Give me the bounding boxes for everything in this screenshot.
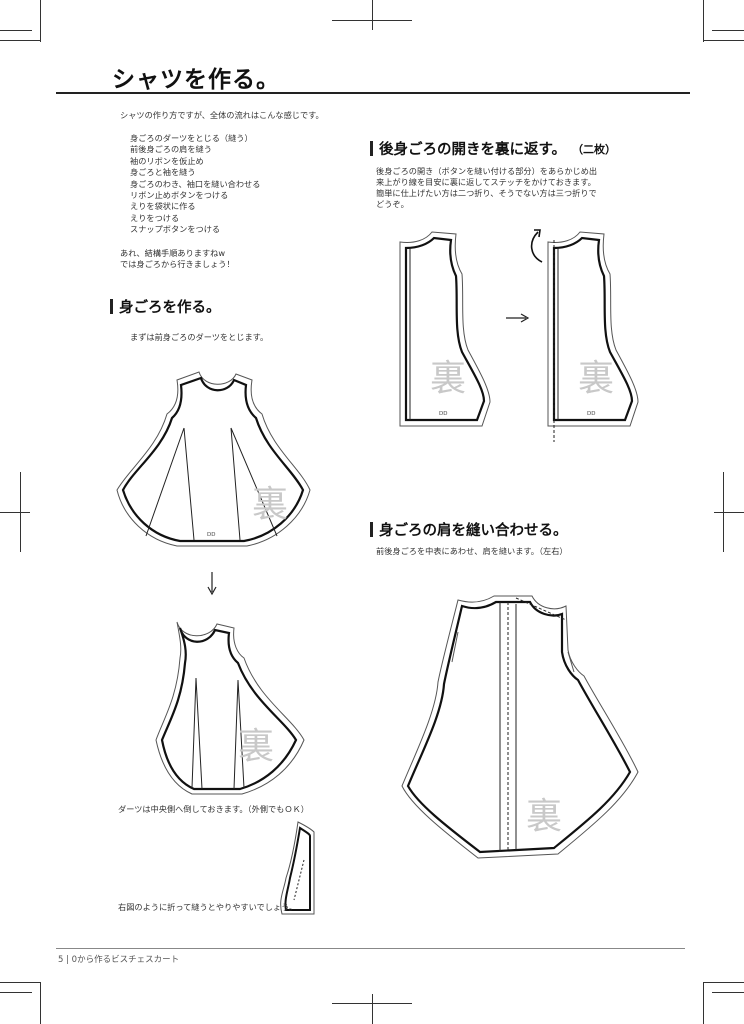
fold-arrow-icon bbox=[530, 229, 543, 263]
crop-mark bbox=[703, 0, 704, 42]
fold-detail-diagram bbox=[280, 821, 315, 915]
back-bodice-diagram: 裏 DD bbox=[399, 231, 491, 427]
step-item: 袖のリボンを仮止め bbox=[130, 155, 204, 166]
crop-mark bbox=[703, 982, 744, 983]
step-item: 前後身ごろの肩を縫う bbox=[130, 144, 212, 155]
step-item: スナップボタンをつける bbox=[130, 224, 221, 235]
step-item: 身ごろのダーツをとじる（縫う） bbox=[130, 133, 253, 143]
back-text-2: 来上がり線を目安に裏に返してステッチをかけておきます。 bbox=[376, 177, 596, 187]
crop-mark bbox=[0, 40, 40, 41]
crop-mark bbox=[0, 30, 32, 31]
dd-label: DD bbox=[207, 532, 215, 538]
section-heading-bodice: 身ごろを作る。 bbox=[110, 296, 221, 317]
dd-label: DD bbox=[439, 411, 447, 417]
closing-text-2: では身ごろから行きましょう！ bbox=[120, 259, 235, 269]
crop-mark bbox=[332, 20, 412, 21]
back-bodice-folded-diagram: 裏 DD bbox=[547, 231, 639, 442]
section-heading-shoulder: 身ごろの肩を縫い合わせる。 bbox=[370, 519, 568, 540]
ura-label: 裏 bbox=[526, 796, 562, 837]
heading-sub: （二枚） bbox=[572, 142, 617, 156]
crop-mark bbox=[703, 982, 704, 1024]
heading-text: 身ごろの肩を縫い合わせる。 bbox=[379, 523, 568, 539]
title-rule bbox=[56, 92, 690, 94]
steps-list: 身ごろのダーツをとじる（縫う） 前後身ごろの肩を縫う 袖のリボンを仮止め 身ごろ… bbox=[130, 133, 260, 236]
dd-label: DD bbox=[587, 411, 595, 417]
ura-label: 裏 bbox=[430, 358, 466, 399]
crop-mark bbox=[0, 512, 30, 513]
arrow-right-icon bbox=[506, 313, 530, 323]
crop-mark bbox=[0, 982, 40, 983]
step-item: えりを袋状に作る bbox=[130, 201, 196, 212]
ura-label: 裏 bbox=[578, 358, 614, 399]
ura-label: 裏 bbox=[238, 726, 274, 767]
heading-text: 後身ごろの開きを裏に返す。 bbox=[379, 142, 567, 158]
step-item: リボン止めボタンをつける bbox=[130, 190, 229, 201]
heading-bar bbox=[110, 299, 113, 314]
section-heading-back: 後身ごろの開きを裏に返す。 （二枚） bbox=[370, 138, 616, 159]
page-footer: 5 | 0から作るビスチェスカート bbox=[58, 955, 180, 965]
closing-text-1: あれ、結構手順ありますねw bbox=[120, 248, 226, 258]
front-bodice-diagram: 裏 DD bbox=[116, 371, 311, 547]
back-text-4: どうぞ。 bbox=[376, 199, 409, 209]
heading-bar bbox=[370, 522, 373, 537]
crop-mark bbox=[712, 992, 744, 993]
step-item: 身ごろのわき、袖口を縫い合わせる bbox=[130, 178, 261, 189]
heading-bar bbox=[370, 141, 373, 156]
crop-mark bbox=[0, 992, 32, 993]
bodice-text: まずは前身ごろのダーツをとじます。 bbox=[130, 332, 269, 342]
crop-mark bbox=[712, 30, 744, 31]
crop-mark bbox=[40, 982, 41, 1024]
back-text-1: 後身ごろの開き（ボタンを縫い付ける部分）をあらかじめ出 bbox=[376, 166, 598, 176]
back-text-3: 簡単に仕上げたい方は二つ折り、そうでない方は三つ折りで bbox=[376, 188, 597, 198]
crop-mark bbox=[332, 1003, 412, 1004]
dart-note: ダーツは中央側へ倒しておきます。（外側でもＯＫ） bbox=[118, 804, 309, 814]
crop-mark bbox=[40, 0, 41, 42]
crop-mark bbox=[372, 0, 373, 30]
heading-text: 身ごろを作る。 bbox=[119, 300, 221, 316]
shoulder-sewn-diagram: 裏 bbox=[401, 595, 639, 859]
arrow-down-icon bbox=[207, 572, 217, 596]
intro-text: シャツの作り方ですが、全体の流れはこんな感じです。 bbox=[120, 110, 324, 120]
closed-dart-bodice-diagram: 裏 bbox=[155, 621, 305, 795]
ura-label: 裏 bbox=[252, 484, 288, 525]
footer-rule bbox=[56, 948, 685, 949]
shoulder-text: 前後身ごろを中表にあわせ、肩を縫います。（左右） bbox=[376, 546, 568, 556]
crop-mark bbox=[703, 40, 744, 41]
step-item: 身ごろと袖を縫う bbox=[130, 167, 196, 178]
page-title: シャツを作る。 bbox=[112, 67, 280, 93]
crop-mark bbox=[714, 512, 744, 513]
fold-note: 右図のように折って縫うとやりやすいでしょう。 bbox=[118, 902, 297, 912]
step-item: えりをつける bbox=[130, 212, 180, 223]
crop-mark bbox=[372, 994, 373, 1024]
